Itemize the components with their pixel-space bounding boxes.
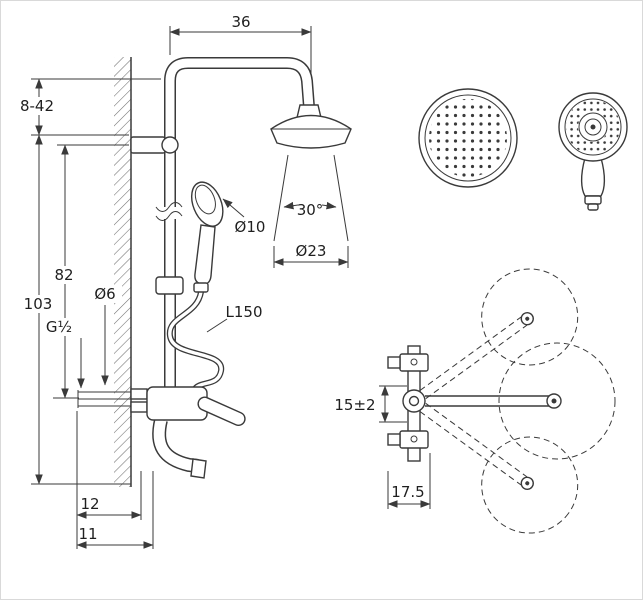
screw-hole	[410, 358, 418, 366]
dim-arm-width-label: 36	[231, 13, 250, 31]
angle-arrow	[321, 201, 337, 210]
dim-spout-lower-label: 11	[78, 525, 97, 543]
dim-thread-size-label: G½	[46, 318, 72, 336]
hose-callout: L150	[206, 303, 263, 333]
mount-fitting-bottom	[399, 430, 429, 449]
shower-column	[130, 57, 315, 393]
head-face	[190, 181, 224, 227]
break-gap	[162, 207, 178, 219]
handle-profile	[580, 157, 606, 197]
spray-line	[273, 154, 289, 242]
angle-arrow	[283, 201, 299, 210]
dim-spray-angle-label: 30°	[297, 201, 324, 219]
envelope-circle	[498, 342, 616, 460]
wall	[114, 57, 132, 487]
spray-cone: 30° Ø23	[273, 154, 349, 268]
handshower-top-view	[558, 92, 628, 211]
spout-inner	[153, 418, 199, 472]
hand-shower-handle	[194, 224, 216, 285]
dim-spout-upper-label: 12	[80, 495, 99, 513]
dim-mount-hole-label: Ø6	[94, 285, 115, 303]
label-backing	[42, 318, 76, 336]
swivel-envelope-bottom	[419, 403, 579, 534]
face-ring	[584, 118, 602, 136]
arm-end-dot	[525, 316, 530, 321]
label-backing	[48, 266, 81, 284]
wall-bracket	[130, 136, 166, 154]
mixer-valve	[146, 386, 246, 426]
dim-head-dia-label: Ø23	[296, 242, 327, 260]
dim-height-range-label: 8-42	[20, 97, 54, 115]
wall-fitting	[130, 388, 148, 400]
center-dot	[590, 124, 596, 130]
mixer-handle-group	[197, 396, 246, 426]
bracket-pivot	[161, 136, 179, 154]
riser-pipe-inner	[165, 58, 314, 393]
spray-line	[333, 154, 349, 242]
screw-hole	[410, 435, 418, 443]
head-inner	[194, 184, 216, 215]
arm-pivot-center	[408, 395, 420, 407]
label-backing	[14, 97, 61, 115]
hand-shower	[155, 181, 224, 295]
face-ring	[578, 112, 608, 142]
dim-bottom: 12 11	[76, 411, 154, 549]
break-mark	[155, 202, 183, 212]
mixer-handle	[197, 396, 246, 426]
supply-callouts: G½ Ø6	[42, 285, 122, 389]
dim-arm-width: 36	[169, 13, 312, 98]
head-inner-ring	[424, 94, 512, 182]
arm-line-dashed	[419, 411, 522, 486]
handshower-callout: Ø10	[222, 198, 266, 236]
dim-total-height-label: 103	[24, 295, 53, 313]
leader-arrow	[222, 198, 245, 218]
slider-holder	[155, 276, 184, 295]
overhead-top-view	[418, 88, 518, 188]
hose-inner	[168, 291, 223, 392]
leader-line	[206, 318, 228, 333]
handle-nut	[584, 195, 602, 205]
swivel-envelope-top	[419, 268, 579, 399]
spout-outlet	[190, 458, 207, 479]
arm-end-dot	[551, 398, 557, 404]
dim-connection-spacing-label: 15±2	[334, 396, 375, 414]
mount-bolt-top	[387, 356, 401, 369]
arm-end-dot	[525, 481, 530, 486]
nozzle-field	[429, 99, 507, 177]
dim-hose-length-label: L150	[226, 303, 263, 321]
supply-pipes	[77, 388, 148, 413]
arm-line-dashed	[425, 403, 528, 478]
head-body	[270, 114, 352, 149]
mount-fitting-top	[399, 353, 429, 372]
arm-line-dashed	[419, 316, 522, 391]
wall-hatching	[114, 57, 131, 487]
break-mark	[155, 211, 183, 221]
label-backing	[89, 285, 122, 303]
dim-mount-offset-label: 17.5	[391, 483, 424, 501]
overhead-shower	[270, 104, 352, 149]
face-ring	[564, 98, 622, 156]
dim-handshower-dia-label: Ø10	[235, 218, 266, 236]
envelope-circle	[481, 268, 579, 366]
arm-line-dashed	[425, 324, 528, 399]
handle-tip	[587, 203, 599, 211]
shower-hose	[166, 291, 225, 392]
swivel-envelope-right	[425, 342, 616, 460]
hose-nut	[193, 282, 209, 293]
dim-left-stack: 8-42 82 103	[14, 78, 161, 485]
mount-bolt-bottom	[387, 433, 401, 446]
hand-shower-head	[190, 181, 224, 227]
spout	[152, 418, 207, 479]
wall-fitting	[130, 401, 148, 413]
label-backing	[20, 295, 57, 313]
mounting-top-view: 15±2 17.5	[334, 268, 616, 534]
envelope-circle	[481, 436, 579, 534]
dim-bar-height-label: 82	[54, 266, 73, 284]
